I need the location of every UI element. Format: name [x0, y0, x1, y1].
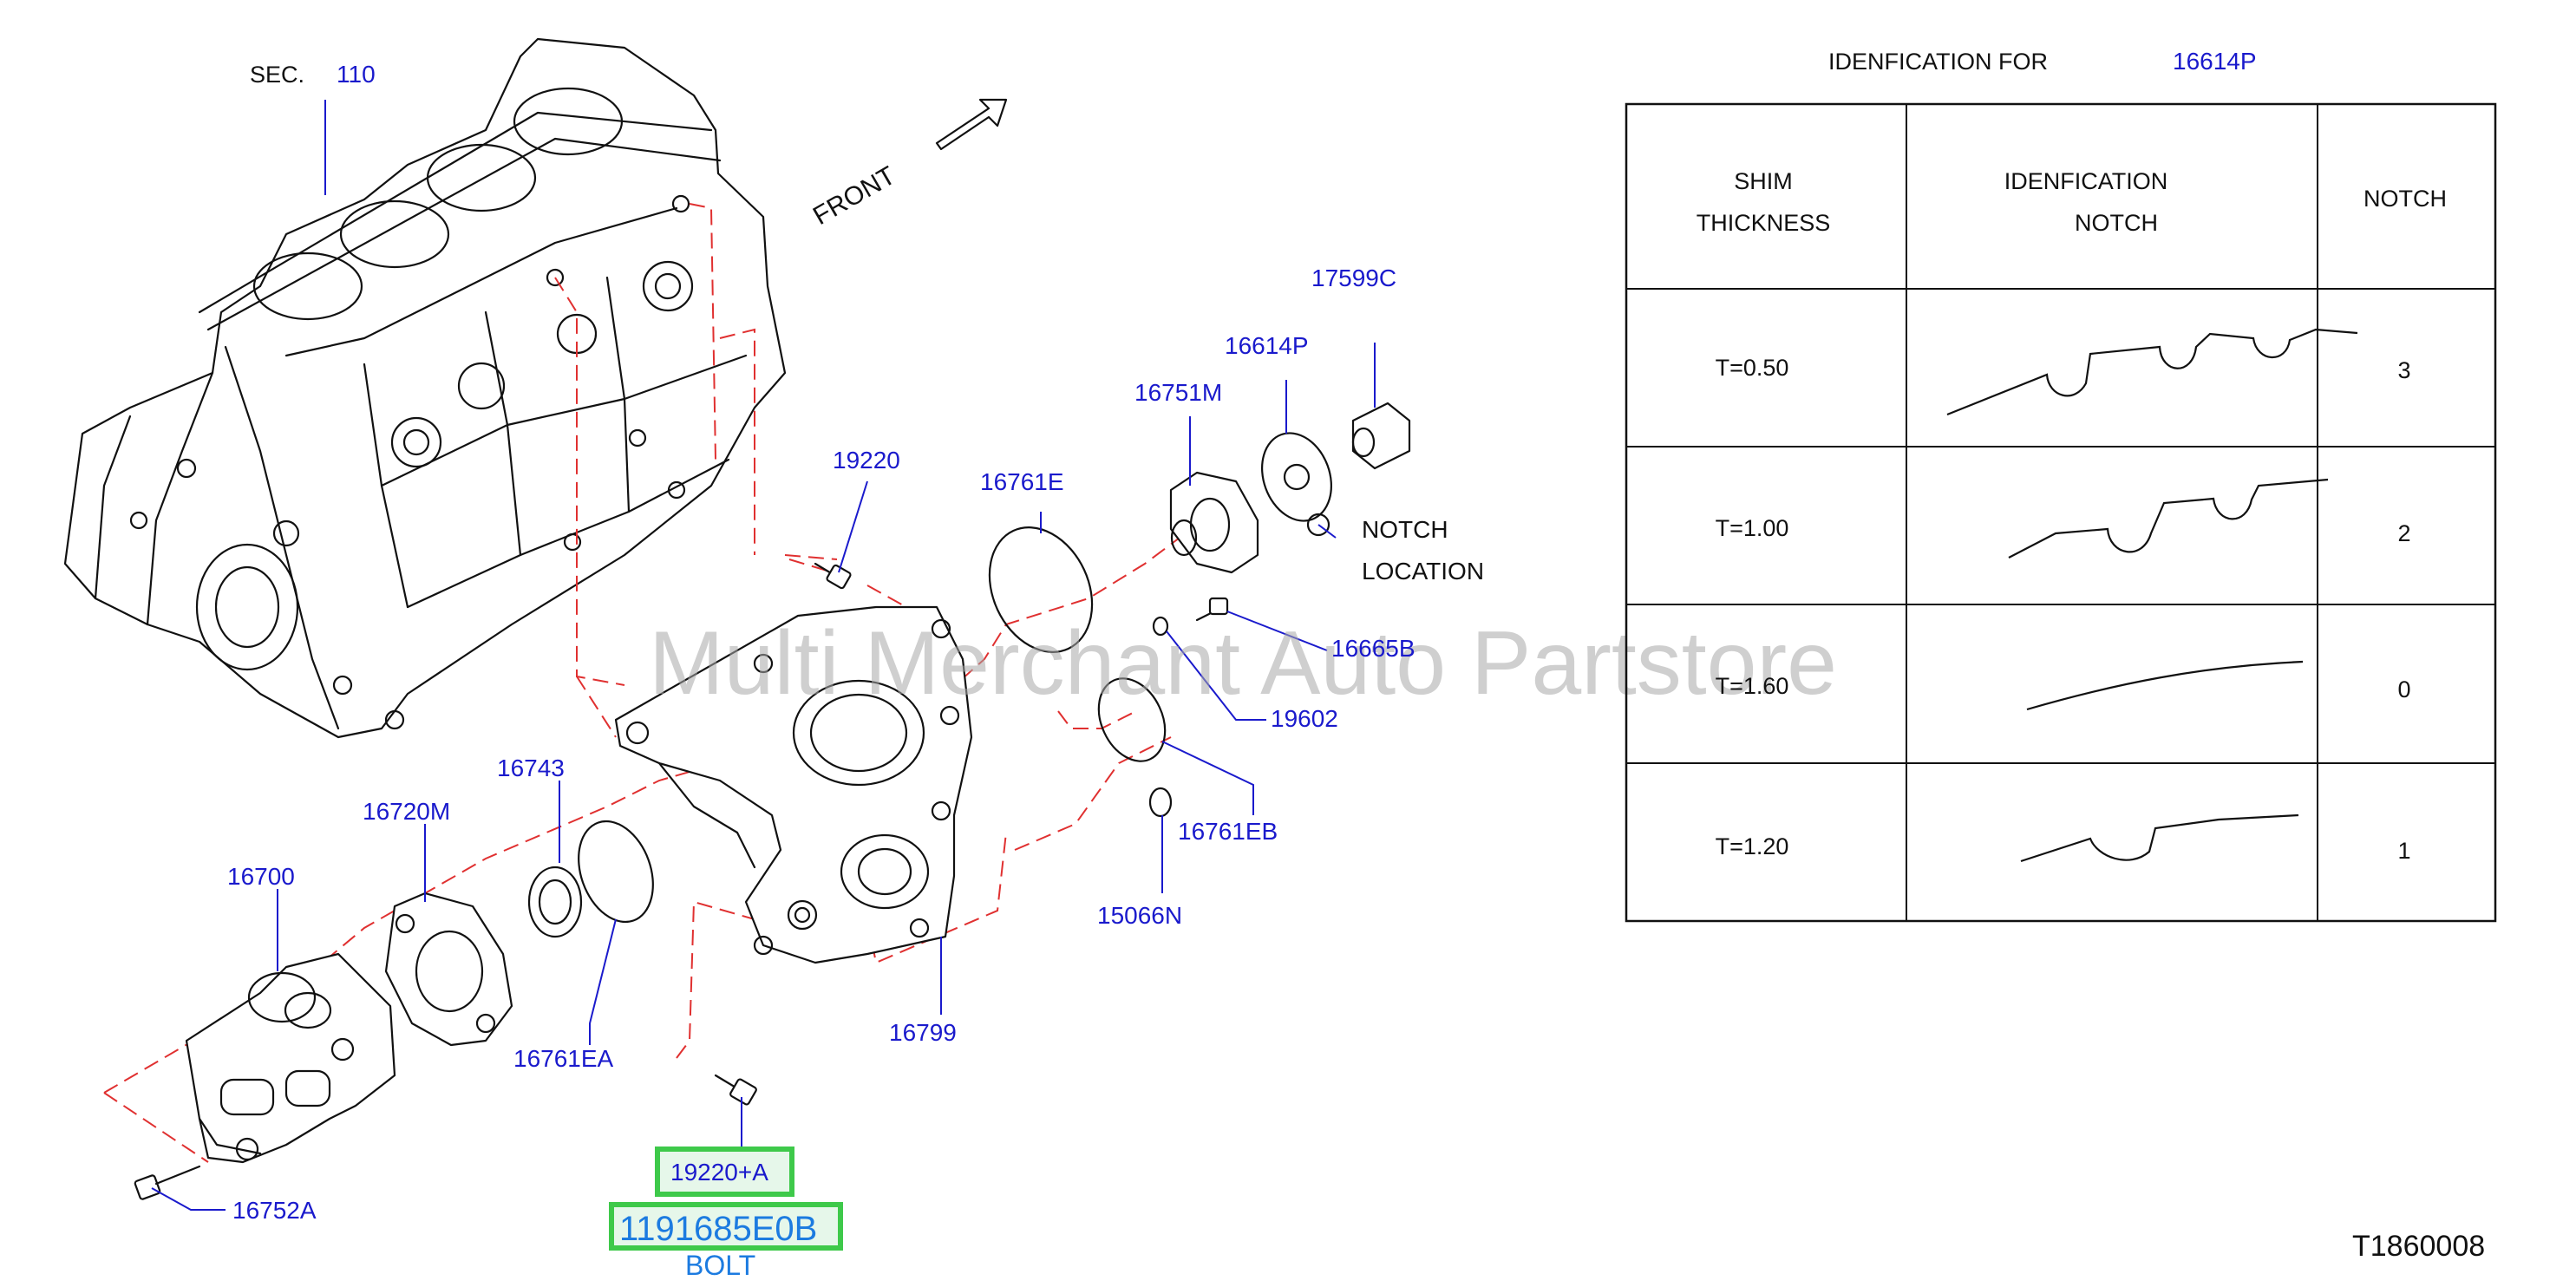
bolt-part-number[interactable]: 1191685E0B — [619, 1210, 817, 1248]
part-label-16665B[interactable]: 16665B — [1331, 635, 1415, 662]
table-title-part[interactable]: 16614P — [2173, 48, 2257, 75]
identification-table: IDENFICATION FOR 16614P SHIM THICKNESS I… — [1625, 48, 2497, 923]
notch-location-line1: NOTCH — [1362, 516, 1448, 543]
notch-profile-3 — [1946, 328, 2358, 416]
part-label-16700[interactable]: 16700 — [227, 863, 295, 890]
part-label-16751M[interactable]: 16751M — [1134, 379, 1222, 406]
shim-plate-drawing — [1261, 432, 1332, 537]
header-shim-line1: SHIM — [1734, 168, 1793, 194]
cylinder-block-drawing — [63, 37, 787, 739]
header-notch: NOTCH — [2364, 186, 2447, 212]
highlight-box-ref — [655, 1147, 794, 1197]
hub-drawing — [1169, 471, 1259, 574]
part-label-16761E[interactable]: 16761E — [980, 468, 1064, 495]
bolt-name: BOLT — [685, 1250, 755, 1281]
diagram-code: T1860008 — [2352, 1230, 2485, 1263]
part-label-19220[interactable]: 19220 — [833, 447, 900, 474]
part-label-16761EA[interactable]: 16761EA — [513, 1045, 614, 1072]
row-thickness: T=1.60 — [1716, 673, 1789, 699]
part-label-17599C[interactable]: 17599C — [1311, 265, 1396, 291]
part-label-19602[interactable]: 19602 — [1271, 705, 1338, 732]
notch-profile-2 — [2008, 478, 2329, 559]
row-notch-count: 3 — [2397, 357, 2410, 383]
row-notch-count: 2 — [2397, 520, 2410, 546]
header-ident-line1: IDENFICATION — [2004, 168, 2168, 194]
part-label-16761EB[interactable]: 16761EB — [1178, 818, 1278, 845]
leader-lines — [151, 100, 1376, 1211]
table-border — [1625, 102, 2497, 923]
sleeve-drawing — [1351, 402, 1411, 470]
part-label-16752A[interactable]: 16752A — [232, 1197, 317, 1224]
row-thickness: T=1.20 — [1716, 833, 1789, 859]
front-arrow-icon — [935, 98, 1008, 151]
oil-seal-drawing — [527, 866, 583, 938]
notch-location-line2: LOCATION — [1362, 558, 1484, 585]
sec-number-link[interactable]: 110 — [337, 61, 376, 88]
front-cover-drawing — [614, 605, 973, 964]
bolts-drawing — [134, 562, 1229, 1200]
front-label: FRONT — [808, 161, 900, 231]
header-shim-line2: THICKNESS — [1697, 210, 1831, 236]
notch-profile-1 — [2020, 813, 2299, 863]
part-label-16614P[interactable]: 16614P — [1225, 332, 1309, 359]
part-label-16799[interactable]: 16799 — [889, 1019, 957, 1046]
row-notch-count: 0 — [2397, 676, 2410, 702]
o-rings-drawing — [578, 526, 1173, 924]
watermark-text: Multi Merchant Auto Partstore — [649, 613, 1837, 714]
row-thickness: T=1.00 — [1716, 515, 1789, 541]
sec-label: SEC. — [250, 62, 304, 88]
row-thickness: T=0.50 — [1716, 355, 1789, 381]
highlight-box-part-number — [609, 1202, 843, 1251]
part-label-16720M[interactable]: 16720M — [363, 798, 450, 825]
vacuum-pump-drawing — [185, 952, 396, 1164]
header-ident-line2: NOTCH — [2075, 210, 2158, 236]
pump-flange-drawing — [384, 892, 513, 1047]
part-label-16743[interactable]: 16743 — [497, 755, 565, 781]
part-label-15066N[interactable]: 15066N — [1097, 902, 1182, 929]
notch-profile-0 — [2026, 660, 2304, 711]
row-notch-count: 1 — [2397, 838, 2410, 864]
highlight-ref-label[interactable]: 19220+A — [670, 1159, 768, 1186]
table-title: IDENFICATION FOR — [1828, 49, 2048, 75]
